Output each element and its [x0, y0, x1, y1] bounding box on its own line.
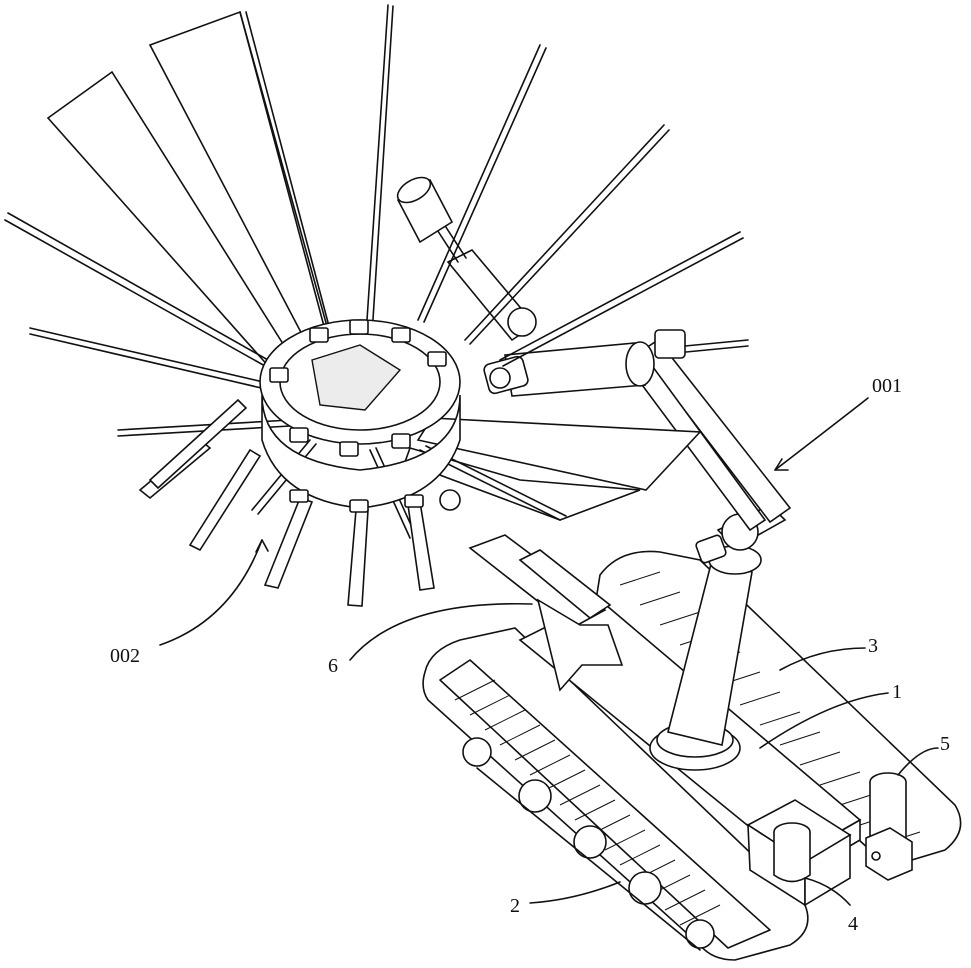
hub-ring [260, 320, 460, 508]
label-5: 5 [940, 733, 950, 755]
actuator-rod [393, 172, 536, 340]
horizontal-cylinder [505, 330, 748, 396]
leader-2 [530, 882, 620, 903]
label-002: 002 [110, 645, 140, 667]
leader-001 [775, 398, 868, 470]
leader-002 [160, 540, 262, 645]
label-1: 1 [892, 681, 902, 703]
sensor-post [866, 773, 912, 880]
label-001: 001 [872, 375, 902, 397]
label-4: 4 [848, 913, 858, 935]
label-6: 6 [328, 655, 338, 677]
label-3: 3 [868, 635, 878, 657]
label-2: 2 [510, 895, 520, 917]
